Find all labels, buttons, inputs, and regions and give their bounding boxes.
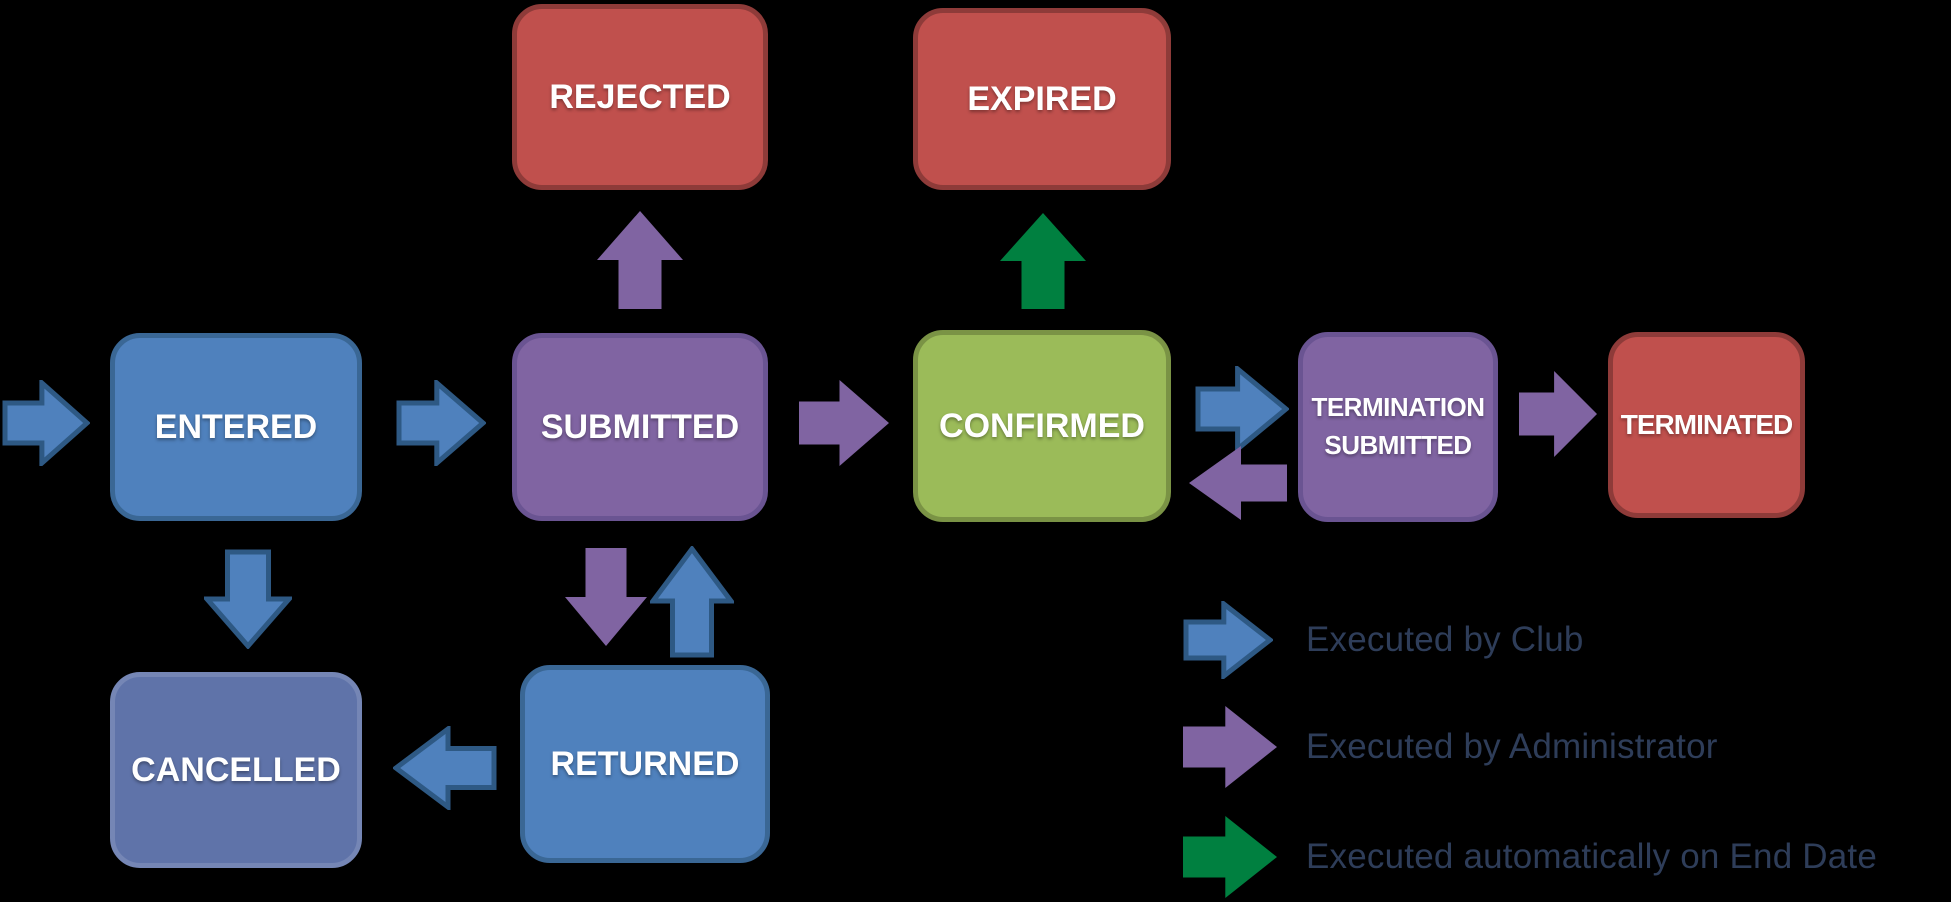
state-submitted-label: SUBMITTED bbox=[540, 407, 740, 446]
arrow-termination-submitted-to-confirmed-icon bbox=[1189, 446, 1287, 520]
arrow-submitted-to-rejected-icon bbox=[597, 211, 683, 309]
state-termination-submitted: TERMINATION SUBMITTED bbox=[1298, 332, 1498, 522]
arrow-confirmed-to-termination-submitted-icon bbox=[1195, 366, 1289, 452]
legend-club-arrow-icon bbox=[1183, 601, 1273, 679]
state-cancelled: CANCELLED bbox=[110, 672, 362, 868]
state-entered: ENTERED bbox=[110, 333, 362, 521]
state-rejected: REJECTED bbox=[512, 4, 768, 190]
arrow-submitted-to-returned-icon bbox=[565, 548, 647, 646]
legend-label-auto: Executed automatically on End Date bbox=[1306, 837, 1878, 876]
state-submitted: SUBMITTED bbox=[512, 333, 768, 521]
state-confirmed-label: CONFIRMED bbox=[939, 406, 1145, 445]
arrow-returned-to-submitted-icon bbox=[650, 546, 734, 658]
legend-admin-arrow-icon bbox=[1183, 706, 1277, 788]
state-cancelled-label: CANCELLED bbox=[131, 750, 341, 789]
arrow-submitted-to-confirmed-icon bbox=[799, 380, 889, 466]
arrow-confirmed-to-expired-icon bbox=[1000, 213, 1086, 309]
legend-label-club: Executed by Club bbox=[1306, 620, 1584, 659]
state-terminated-label: TERMINATED bbox=[1620, 408, 1793, 440]
state-entered-label: ENTERED bbox=[154, 407, 318, 446]
arrow-entered-to-submitted-icon bbox=[396, 380, 486, 466]
state-returned: RETURNED bbox=[520, 665, 770, 863]
state-returned-label: RETURNED bbox=[550, 744, 740, 783]
legend-auto-arrow-icon bbox=[1183, 816, 1277, 898]
state-expired-label: EXPIRED bbox=[967, 79, 1117, 118]
legend-label-admin: Executed by Administrator bbox=[1306, 727, 1718, 766]
state-rejected-label: REJECTED bbox=[549, 77, 731, 116]
state-expired: EXPIRED bbox=[913, 8, 1171, 190]
arrow-entry-to-entered-icon bbox=[2, 380, 90, 466]
state-terminated: TERMINATED bbox=[1608, 332, 1805, 518]
state-termination-submitted-label: TERMINATION SUBMITTED bbox=[1311, 392, 1485, 460]
state-confirmed: CONFIRMED bbox=[913, 330, 1171, 522]
arrow-termination-submitted-to-terminated-icon bbox=[1519, 371, 1597, 457]
arrow-entered-to-cancelled-icon bbox=[204, 549, 292, 649]
arrow-returned-to-cancelled-icon bbox=[393, 726, 497, 810]
